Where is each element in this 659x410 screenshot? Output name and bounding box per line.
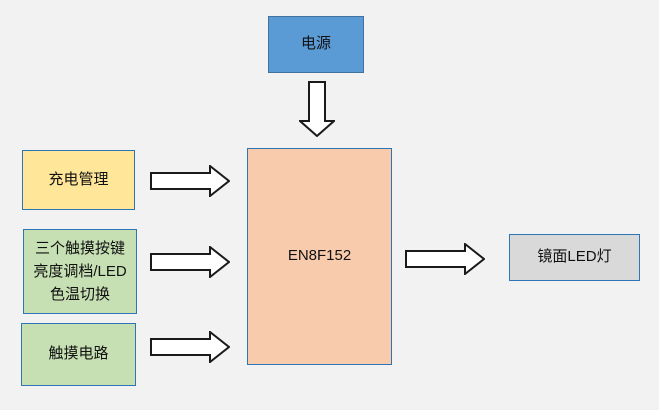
arrow-mcu-to-led-icon: [405, 243, 485, 275]
arrow-touch-circuit-to-mcu-icon: [150, 331, 230, 363]
node-charge-management: 充电管理: [22, 150, 135, 210]
arrow-touch-keys-to-mcu-icon: [150, 246, 230, 278]
node-touch-keys: 三个触摸按键 亮度调档/LED 色温切换: [23, 229, 137, 314]
node-touch-circuit: 触摸电路: [21, 323, 136, 386]
arrow-power-to-mcu-icon: [299, 81, 335, 137]
node-mcu-en8f152: EN8F152: [247, 148, 392, 365]
arrow-charge-to-mcu-icon: [150, 165, 230, 197]
node-mirror-led-light: 镜面LED灯: [509, 234, 640, 281]
node-power: 电源: [268, 16, 364, 73]
